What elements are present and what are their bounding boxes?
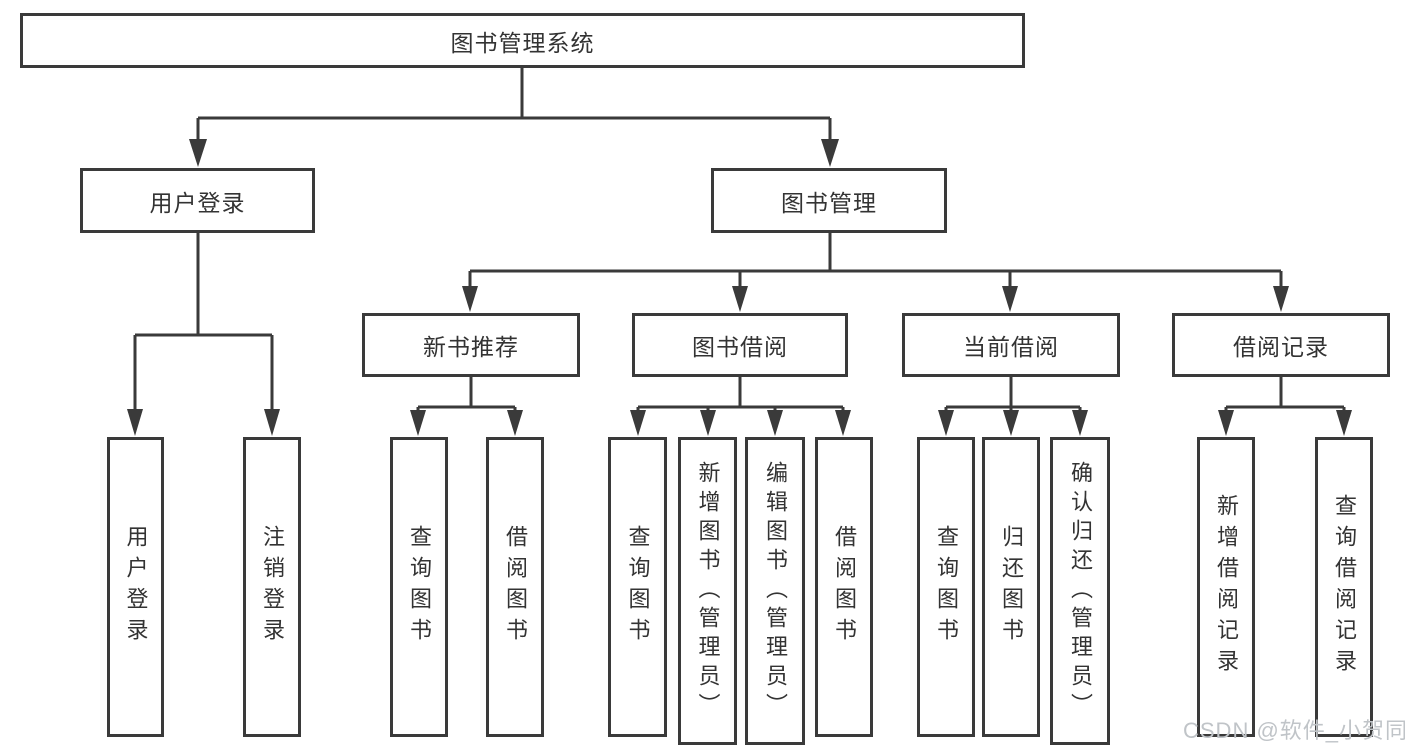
node-label: 新书推荐	[423, 334, 519, 360]
node-label: 注销登录	[260, 525, 285, 649]
node-label: 图书借阅	[692, 334, 788, 360]
node-label: 确认归还（管理员）	[1068, 460, 1093, 722]
leaf-current-query-books: 查询图书	[917, 437, 975, 737]
node-label: 借阅图书	[503, 525, 528, 649]
node-label: 查询图书	[934, 525, 959, 649]
node-label: 借阅图书	[832, 525, 857, 649]
leaf-records-add-record: 新增借阅记录	[1197, 437, 1255, 737]
node-label: 查询图书	[407, 525, 432, 649]
node-label: 图书管理	[781, 189, 877, 216]
node-library-management-system: 图书管理系统	[20, 13, 1025, 68]
node-new-book-recommend: 新书推荐	[362, 313, 580, 377]
node-book-borrow: 图书借阅	[632, 313, 848, 377]
leaf-borrow-query-books: 查询图书	[608, 437, 667, 737]
node-label: 查询图书	[625, 525, 651, 649]
csdn-watermark: CSDN @软件_小贺同学	[1183, 718, 1405, 743]
node-book-management: 图书管理	[711, 168, 947, 233]
node-label: 查询借阅记录	[1332, 494, 1357, 680]
leaf-logout: 注销登录	[243, 437, 301, 737]
leaf-user-login: 用户登录	[107, 437, 164, 737]
node-label: 用户登录	[149, 189, 246, 216]
node-borrow-records: 借阅记录	[1172, 313, 1390, 377]
node-label: 归还图书	[999, 525, 1024, 649]
node-label: 新增借阅记录	[1214, 494, 1239, 680]
leaf-current-confirm-return-admin: 确认归还（管理员）	[1050, 437, 1110, 745]
leaf-current-return-books: 归还图书	[982, 437, 1040, 737]
node-label: 用户登录	[123, 525, 149, 649]
leaf-recommend-borrow-books: 借阅图书	[486, 437, 544, 737]
node-label: 图书管理系统	[450, 29, 595, 56]
leaf-borrow-borrow-books: 借阅图书	[815, 437, 873, 737]
node-current-borrow: 当前借阅	[902, 313, 1120, 377]
leaf-borrow-edit-books-admin: 编辑图书（管理员）	[745, 437, 805, 745]
node-label: 新增图书（管理员）	[695, 460, 721, 722]
node-label: 当前借阅	[963, 334, 1059, 360]
node-label: 借阅记录	[1233, 334, 1329, 360]
leaf-borrow-add-books-admin: 新增图书（管理员）	[678, 437, 737, 745]
node-user-login: 用户登录	[80, 168, 315, 233]
leaf-records-query-record: 查询借阅记录	[1315, 437, 1373, 737]
node-label: 编辑图书（管理员）	[763, 460, 788, 722]
leaf-recommend-query-books: 查询图书	[390, 437, 448, 737]
